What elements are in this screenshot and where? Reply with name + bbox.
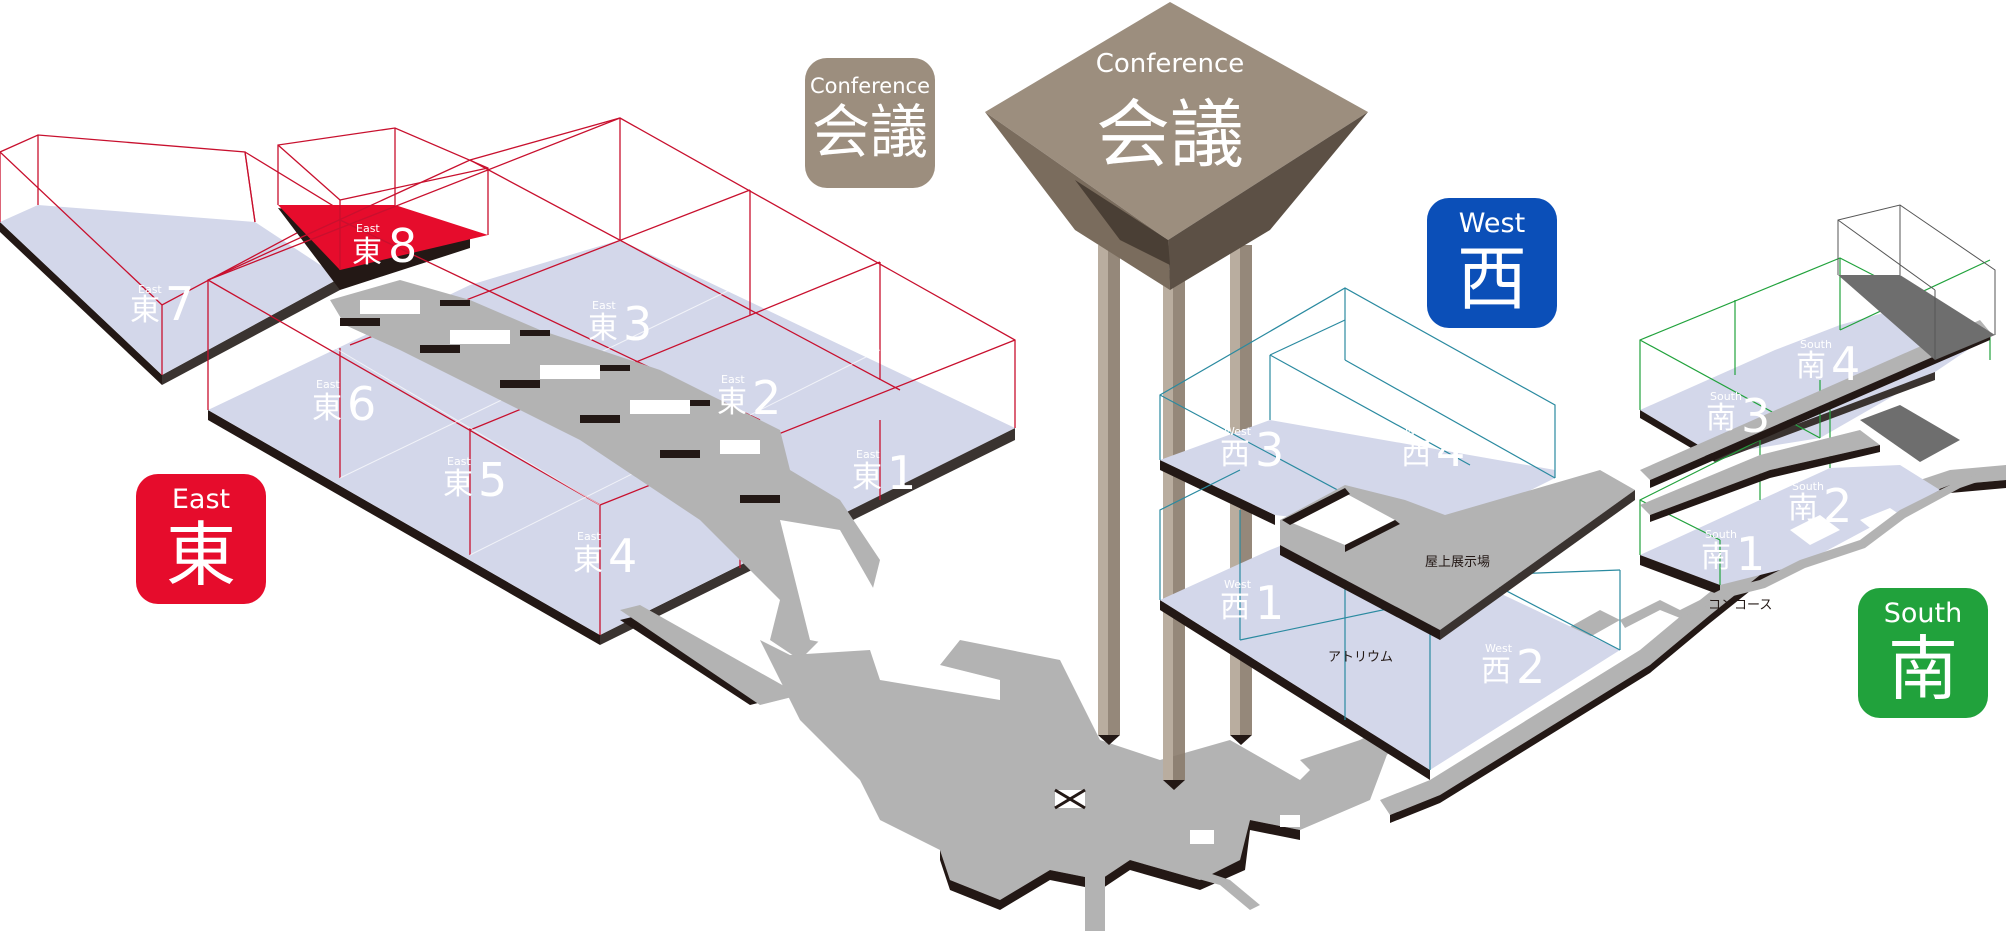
conference-tower-label: Conference 会議 xyxy=(1096,49,1245,178)
hall-east-3-jp: 東 xyxy=(588,311,618,346)
west-hall-labels: West 西 3 West 西 4 West 西 1 West 西 2 xyxy=(1220,423,1545,694)
east-walkway xyxy=(330,280,880,660)
hall-east-8-num: 8 xyxy=(388,219,417,273)
hall-south-4-num: 4 xyxy=(1831,337,1860,391)
hall-east-2-jp: 東 xyxy=(717,385,747,420)
hall-south-2-jp: 南 xyxy=(1788,491,1818,526)
hall-east-8[interactable] xyxy=(277,127,489,290)
hall-east-7[interactable] xyxy=(0,134,342,385)
east-hall-area: East 東 7 East 東 8 East 東 6 East 東 5 East… xyxy=(0,117,1016,660)
hall-east-2-num: 2 xyxy=(752,371,781,425)
badge-conference[interactable]: Conference 会議 xyxy=(805,58,935,188)
hall-south-2-en: South xyxy=(1792,480,1824,493)
hall-west-3-4[interactable] xyxy=(1159,287,1556,535)
south-hall-labels: South 南 3 South 南 4 South 南 1 South 南 2 xyxy=(1701,337,1860,581)
south-hall-area: South 南 3 South 南 4 South 南 1 South 南 2 … xyxy=(1620,204,2006,628)
hall-south-4-en: South xyxy=(1800,338,1832,351)
hall-south-4-jp: 南 xyxy=(1796,349,1826,384)
hall-east-7-num: 7 xyxy=(165,277,194,331)
hall-east-6-num: 6 xyxy=(347,377,376,431)
hall-west-2-en: West xyxy=(1485,642,1513,655)
hall-west-2-jp: 西 xyxy=(1481,654,1511,689)
hall-south-1-num: 1 xyxy=(1736,527,1765,581)
east-hall-labels: East 東 7 East 東 8 East 東 6 East 東 5 East… xyxy=(130,219,916,583)
hall-east-5-en: East xyxy=(447,455,471,468)
south-annex xyxy=(1837,204,1996,462)
hall-west-3-en: West xyxy=(1224,425,1252,438)
concourse-label: コンコース xyxy=(1708,598,1772,613)
badge-east-jp: 東 xyxy=(166,514,236,596)
hall-west-2-num: 2 xyxy=(1516,640,1545,694)
hall-south-2-num: 2 xyxy=(1823,479,1852,533)
hall-south-1-en: South xyxy=(1705,528,1737,541)
west-hall-area: West 西 3 West 西 4 West 西 1 West 西 2 屋上展示… xyxy=(1159,287,1635,780)
badge-west-en: West xyxy=(1458,208,1526,239)
conference-tower-jp: 会議 xyxy=(1096,92,1244,178)
badge-west[interactable]: West 西 xyxy=(1427,198,1557,328)
rooftop-exhibition[interactable] xyxy=(1280,470,1635,640)
hall-west-4-jp: 西 xyxy=(1401,437,1431,472)
badge-west-jp: 西 xyxy=(1457,238,1527,320)
hall-south-1-2[interactable] xyxy=(1639,400,1940,595)
hall-south-3-num: 3 xyxy=(1741,389,1770,443)
hall-east-4-en: East xyxy=(577,530,601,543)
hall-east-3-num: 3 xyxy=(623,297,652,351)
hall-west-1-num: 1 xyxy=(1255,576,1284,630)
atrium-label: アトリウム xyxy=(1328,650,1393,665)
hall-south-3-en: South xyxy=(1710,390,1742,403)
rooftop-exhibition-label: 屋上展示場 xyxy=(1425,555,1490,570)
hall-west-1-jp: 西 xyxy=(1220,590,1250,625)
hall-east-1-num: 1 xyxy=(887,446,916,500)
hall-south-1-jp: 南 xyxy=(1701,540,1731,575)
hall-west-4-en: West xyxy=(1405,425,1433,438)
hall-south-3-4[interactable] xyxy=(1639,257,1991,462)
badge-conference-en: Conference xyxy=(809,74,930,98)
hall-east-7-jp: 東 xyxy=(130,293,160,328)
badge-east-en: East xyxy=(171,484,231,515)
hall-south-3-jp: 南 xyxy=(1706,401,1736,436)
hall-west-3-jp: 西 xyxy=(1220,437,1250,472)
hall-east-6-en: East xyxy=(316,378,340,391)
hall-east-3-en: East xyxy=(592,299,616,312)
tower-pillars xyxy=(1098,245,1252,790)
badge-south[interactable]: South 南 xyxy=(1858,588,1988,718)
hall-east-5-jp: 東 xyxy=(443,467,473,502)
badge-south-en: South xyxy=(1883,598,1963,629)
hall-east-2-en: East xyxy=(721,373,745,386)
hall-east-6-jp: 東 xyxy=(312,391,342,426)
hall-west-3-num: 3 xyxy=(1255,423,1284,477)
hall-east-8-en: East xyxy=(356,222,380,235)
badge-conference-jp: 会議 xyxy=(811,98,928,166)
badge-east[interactable]: East 東 xyxy=(136,474,266,604)
hall-east-4-num: 4 xyxy=(608,529,637,583)
hall-east-1-en: East xyxy=(856,448,880,461)
hall-west-1-en: West xyxy=(1224,578,1252,591)
hall-east-4-jp: 東 xyxy=(573,543,603,578)
badge-south-jp: 南 xyxy=(1888,628,1958,710)
conference-tower-en: Conference xyxy=(1096,49,1245,79)
hall-west-4-num: 4 xyxy=(1436,423,1465,477)
conference-tower xyxy=(985,2,1368,790)
hall-east-8-jp: 東 xyxy=(352,235,382,270)
hall-east-1-jp: 東 xyxy=(852,460,882,495)
hall-east-5-num: 5 xyxy=(478,453,507,507)
hall-east-7-en: East xyxy=(138,283,162,296)
